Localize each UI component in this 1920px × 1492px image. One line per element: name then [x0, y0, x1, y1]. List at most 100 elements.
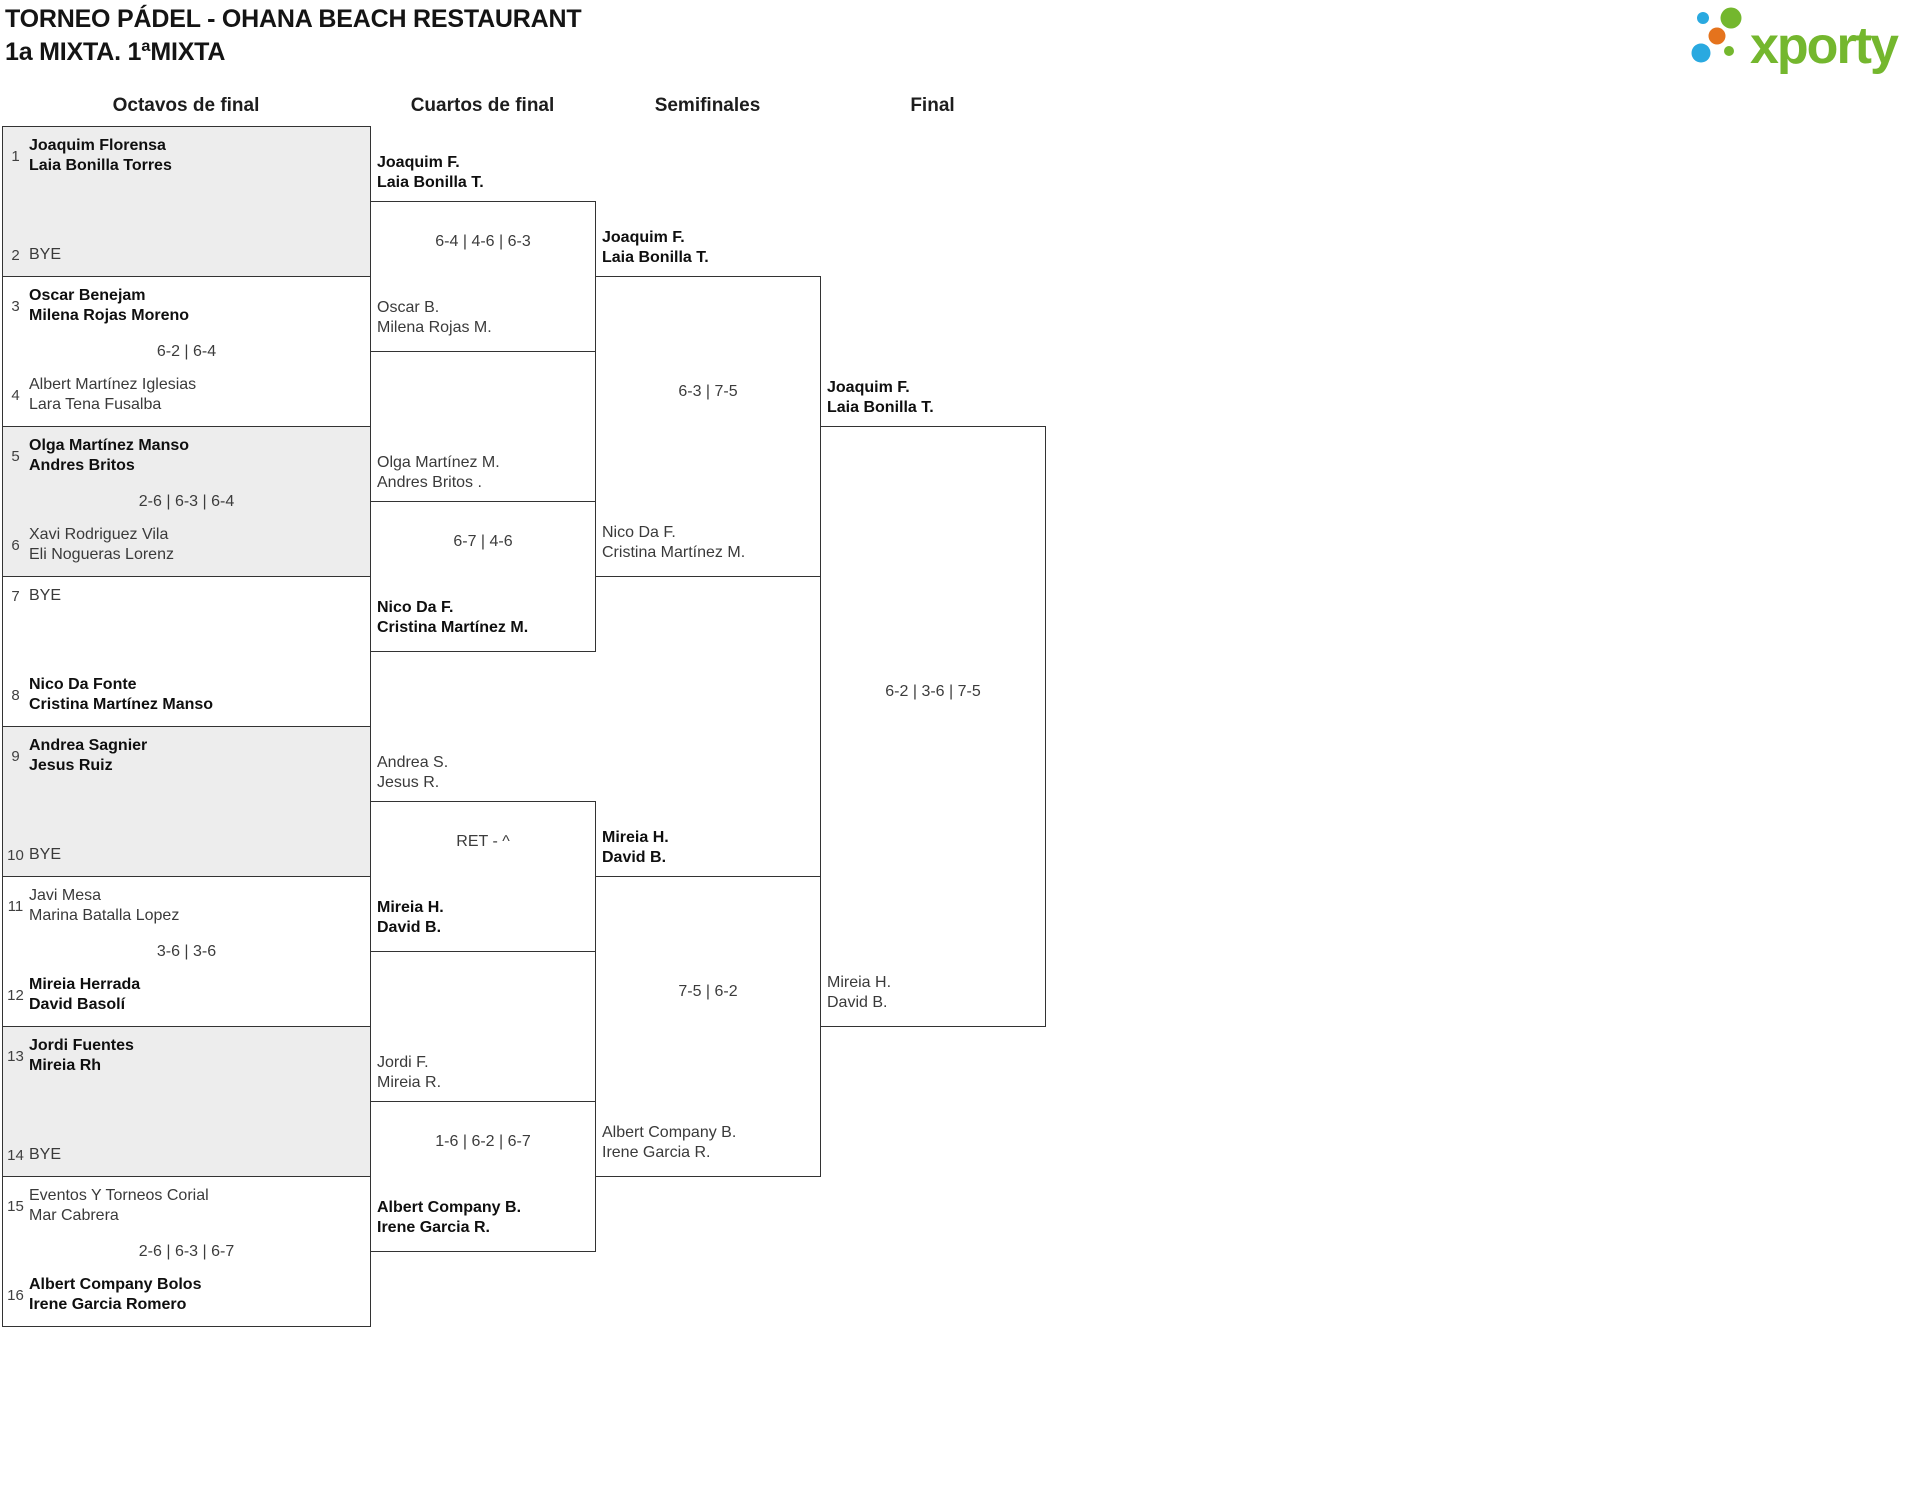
match-score: 3-6 | 3-6 — [156, 942, 217, 960]
team-slot: 14 BYE — [3, 1145, 370, 1165]
team-name-line: Milena Rojas M. — [377, 319, 492, 336]
match-score: 6-3 | 7-5 — [678, 382, 738, 400]
bye-label: BYE — [29, 1146, 62, 1163]
team-name-line: Mireia H. — [377, 899, 444, 916]
seed-number: 12 — [7, 986, 24, 1004]
page-header: TORNEO PÁDEL - OHANA BEACH RESTAURANT 1a… — [5, 3, 582, 69]
team-label: Nico Da F. Cristina Martínez M. — [377, 598, 528, 638]
team-slot: 3 Oscar Benejam Milena Rojas Moreno — [3, 286, 370, 326]
match-score: 6-4 | 4-6 | 6-3 — [435, 232, 531, 250]
team-name-line: Jesus Ruiz — [29, 757, 113, 774]
team-name-line: Eli Nogueras Lorenz — [29, 546, 174, 563]
match-box-qf-1: Joaquim F. Laia Bonilla T. 6-4 | 4-6 | 6… — [370, 154, 596, 352]
round-header-octavos: Octavos de final — [112, 95, 260, 116]
team-slot: 9 Andrea Sagnier Jesus Ruiz — [3, 736, 370, 776]
match-score: 2-6 | 6-3 | 6-7 — [138, 1242, 235, 1260]
team-name-line: Lara Tena Fusalba — [29, 396, 162, 413]
match-box-sf-2: Mireia H. David B. 7-5 | 6-2 Albert Comp… — [595, 829, 821, 1177]
tournament-subtitle: 1a MIXTA. 1ªMIXTA — [5, 38, 226, 66]
team-name-line: Albert Company B. — [602, 1124, 737, 1141]
match-score: RET - ^ — [456, 832, 510, 850]
seed-number: 6 — [11, 536, 20, 554]
team-name-line: David Basolí — [29, 996, 126, 1013]
round-header-cuartos: Cuartos de final — [410, 95, 555, 116]
team-slot: 11 Javi Mesa Marina Batalla Lopez — [3, 886, 370, 926]
tournament-title: TORNEO PÁDEL - OHANA BEACH RESTAURANT — [5, 5, 582, 33]
team-name-line: David B. — [827, 994, 888, 1011]
team-name-line: Laia Bonilla Torres — [29, 157, 172, 174]
team-name-line: Mireia Herrada — [29, 976, 141, 993]
xporty-logo[interactable]: xporty — [1684, 4, 1916, 76]
team-name-line: Joaquim F. — [602, 229, 685, 246]
seed-number: 5 — [11, 447, 20, 465]
team-slot: 4 Albert Martínez Iglesias Lara Tena Fus… — [3, 375, 370, 415]
seed-number: 10 — [7, 846, 24, 864]
team-name-line: Irene Garcia R. — [377, 1219, 490, 1236]
team-name-line: Laia Bonilla T. — [827, 399, 934, 416]
team-name-line: Andrea Sagnier — [29, 737, 148, 754]
logo-dots-icon — [1691, 7, 1742, 63]
team-name-line: Milena Rojas Moreno — [29, 307, 190, 324]
bye-label: BYE — [29, 587, 62, 604]
team-slot: 7 BYE — [3, 586, 370, 606]
team-name-line: Cristina Martínez M. — [602, 544, 746, 561]
team-label: Nico Da F. Cristina Martínez M. — [602, 523, 745, 563]
team-slot: 8 Nico Da Fonte Cristina Martínez Manso — [3, 675, 370, 715]
match-score: 1-6 | 6-2 | 6-7 — [435, 1132, 531, 1150]
team-name-line: Olga Martínez M. — [377, 454, 500, 471]
team-name-line: Irene Garcia Romero — [29, 1296, 187, 1313]
team-name-line: Jordi Fuentes — [29, 1037, 134, 1054]
team-slot: 15 Eventos Y Torneos Corial Mar Cabrera — [3, 1186, 370, 1226]
team-label: Jordi F. Mireia R. — [377, 1053, 441, 1093]
team-slot: 2 BYE — [3, 245, 370, 265]
match-box-qf-4: Jordi F. Mireia R. 1-6 | 6-2 | 6-7 Alber… — [370, 1054, 596, 1252]
team-name-line: Mireia R. — [377, 1074, 442, 1091]
team-name-line: David B. — [377, 919, 442, 936]
seed-number: 7 — [11, 587, 20, 605]
seed-number: 11 — [7, 897, 24, 915]
team-slot: 12 Mireia Herrada David Basolí — [3, 975, 370, 1015]
team-name-line: Mireia H. — [827, 974, 892, 991]
seed-number: 1 — [11, 147, 20, 165]
team-label: Joaquim F. Laia Bonilla T. — [827, 378, 934, 418]
seed-number: 2 — [11, 246, 20, 264]
team-slot: 6 Xavi Rodriguez Vila Eli Nogueras Loren… — [3, 525, 370, 565]
team-name-line: Albert Company Bolos — [29, 1276, 202, 1293]
team-name-line: Cristina Martínez M. — [377, 619, 529, 636]
seed-number: 4 — [11, 386, 20, 404]
match-score: 6-7 | 4-6 — [453, 532, 513, 550]
match-box-qf-2: Olga Martínez M. Andres Britos . 6-7 | 4… — [370, 454, 596, 652]
seed-number: 9 — [11, 747, 20, 765]
team-name-line: David B. — [602, 849, 667, 866]
seed-number: 15 — [7, 1197, 24, 1215]
seed-number: 13 — [7, 1047, 24, 1065]
team-name-line: Jordi F. — [377, 1054, 429, 1071]
team-label: Andrea S. Jesus R. — [377, 753, 448, 793]
team-name-line: Olga Martínez Manso — [29, 437, 190, 454]
match-box-r16-2: 3 Oscar Benejam Milena Rojas Moreno 6-2 … — [2, 276, 371, 427]
match-score: 7-5 | 6-2 — [678, 982, 738, 1000]
team-name-line: Laia Bonilla T. — [377, 174, 484, 191]
team-label: Olga Martínez M. Andres Britos . — [377, 453, 500, 493]
team-name-line: Cristina Martínez Manso — [29, 696, 214, 713]
round-header-semifinales: Semifinales — [654, 95, 761, 116]
team-name-line: Nico Da Fonte — [29, 676, 137, 693]
team-slot: 13 Jordi Fuentes Mireia Rh — [3, 1036, 370, 1076]
bye-label: BYE — [29, 246, 62, 263]
team-name-line: Javi Mesa — [29, 887, 102, 904]
match-box-r16-7: 13 Jordi Fuentes Mireia Rh 14 BYE — [2, 1026, 371, 1177]
match-box-r16-5: 9 Andrea Sagnier Jesus Ruiz 10 BYE — [2, 726, 371, 877]
team-name-line: Andres Britos . — [377, 474, 482, 491]
team-name-line: Albert Martínez Iglesias — [29, 376, 197, 393]
team-name-line: Andrea S. — [377, 754, 449, 771]
team-label: Mireia H. David B. — [602, 828, 669, 868]
match-box-sf-1: Joaquim F. Laia Bonilla T. 6-3 | 7-5 Nic… — [595, 229, 821, 577]
seed-number: 3 — [11, 297, 20, 315]
match-score: 6-2 | 3-6 | 7-5 — [885, 682, 981, 700]
team-label: Joaquim F. Laia Bonilla T. — [377, 153, 484, 193]
match-box-final: Joaquim F. Laia Bonilla T. 6-2 | 3-6 | 7… — [820, 379, 1046, 1027]
team-name-line: Eventos Y Torneos Corial — [29, 1187, 209, 1204]
team-slot: 1 Joaquim Florensa Laia Bonilla Torres — [3, 136, 370, 176]
team-name-line: Jesus R. — [377, 774, 440, 791]
